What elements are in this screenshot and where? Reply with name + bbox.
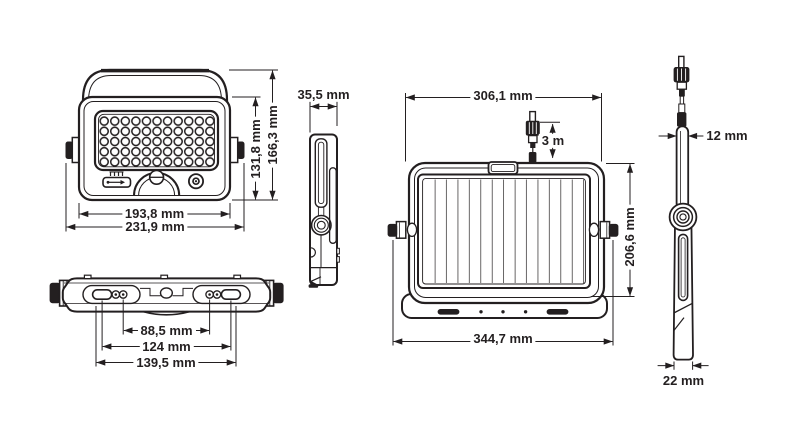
sensor-dome [133, 169, 181, 196]
dim-hole-spacing-mid: 124 mm [139, 339, 194, 354]
dim-floodlight-inner-width: 193,8 mm [121, 206, 188, 221]
hanging-tab [487, 161, 519, 175]
dim-panel-top-thickness: 12 mm [703, 128, 751, 144]
tray-slot-right [546, 309, 569, 315]
dim-hole-spacing-outer: 139,5 mm [133, 355, 199, 370]
floodlight-front-view [65, 68, 278, 232]
floodlight-side-view [308, 99, 340, 288]
dim-floodlight-depth: 35,5 mm [294, 87, 353, 103]
dim-panel-height: 206,6 mm [622, 204, 638, 270]
left-mounting-slot [91, 288, 113, 300]
dc-jack-icon [187, 173, 204, 190]
panel-edge [675, 125, 690, 210]
arm-slot [677, 233, 689, 302]
solar-panel-front-view [387, 93, 635, 346]
dim-floodlight-outer-height: 166,3 mm [264, 102, 280, 168]
right-knob-cap [237, 141, 245, 159]
panel-right-knob [588, 220, 619, 239]
dim-panel-bottom-thickness: 22 mm [659, 373, 708, 389]
right-mounting-slot [220, 288, 242, 300]
dim-floodlight-inner-height: 131,8 mm [247, 115, 263, 182]
pivot-joint [668, 202, 698, 232]
side-knob [310, 214, 332, 236]
back-fin [328, 167, 337, 244]
bracket-slot [314, 138, 328, 208]
solar-cells [424, 179, 585, 283]
tray-slot-left [437, 309, 460, 315]
panel-left-knob [387, 220, 418, 239]
left-end-cap [49, 282, 61, 304]
right-knob [229, 136, 239, 164]
dim-hole-spacing-inner: 88,5 mm [137, 323, 196, 338]
side-notch [310, 247, 316, 258]
center-boss [159, 287, 174, 299]
led-array [98, 116, 216, 168]
mounting-holes [111, 290, 222, 299]
cable-connector-side-icon [673, 55, 690, 127]
side-foot [308, 284, 319, 288]
dim-cable-length: 3 m [538, 133, 568, 148]
left-knob-cap [65, 141, 73, 159]
cable-connector-icon [525, 110, 540, 163]
usb-port-icon [102, 176, 132, 188]
dim-panel-bottom-width: 344,7 mm [470, 331, 536, 346]
dim-panel-top-width: 306,1 mm [470, 88, 536, 103]
solar-panel-side-view [657, 55, 709, 370]
charge-indicator-icon [109, 171, 124, 176]
right-end-cap [272, 282, 284, 304]
dim-floodlight-outer-width: 231,9 mm [122, 219, 188, 234]
